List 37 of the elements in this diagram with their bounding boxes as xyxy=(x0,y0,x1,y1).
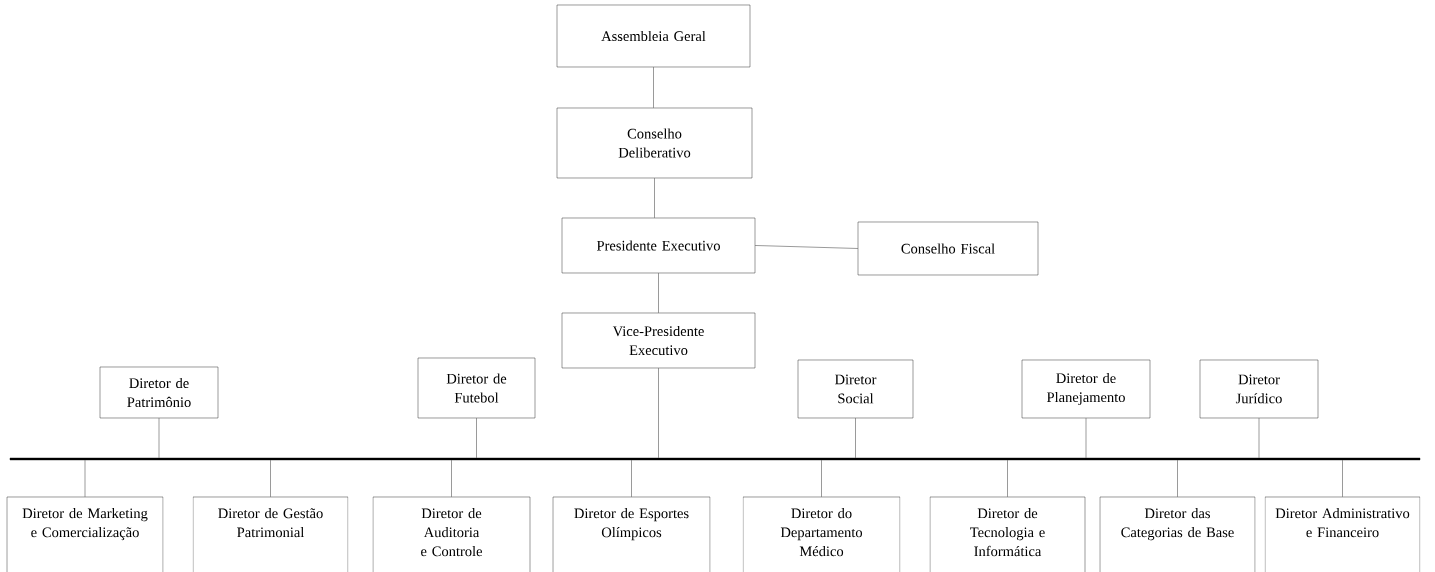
org-box: Conselho Fiscal xyxy=(857,221,1039,276)
org-box: Presidente Executivo xyxy=(561,217,756,274)
connector-line xyxy=(631,460,632,497)
org-box: Diretor de Futebol xyxy=(417,357,536,419)
org-box: Diretor de Marketing e Comercialização xyxy=(6,496,164,572)
org-box: Conselho Deliberativo xyxy=(556,107,753,179)
org-box: Diretor Social xyxy=(797,359,914,419)
org-box: Diretor de Gestão Patrimonial xyxy=(192,496,349,572)
connector-line xyxy=(1258,418,1260,458)
org-box: Diretor de Patrimônio xyxy=(99,366,219,419)
connector-line xyxy=(653,67,654,108)
connector-line xyxy=(658,368,659,458)
org-box: Diretor de Tecnologia e Informática xyxy=(929,496,1086,572)
connector-line xyxy=(476,418,477,458)
connector-line xyxy=(855,418,856,458)
org-box: Diretor de Esportes Olímpicos xyxy=(552,496,711,572)
connector-line xyxy=(1007,460,1008,497)
org-box: Diretor Administrativo e Financeiro xyxy=(1264,496,1421,572)
org-box: Diretor das Categorias de Base xyxy=(1099,496,1256,572)
bus-line xyxy=(9,457,1421,461)
connector-line xyxy=(821,460,822,497)
connector-line xyxy=(270,460,271,497)
connector-line xyxy=(654,178,655,218)
connector-line xyxy=(1342,460,1343,497)
org-box: Diretor de Auditoria e Controle xyxy=(372,496,531,572)
org-box: Diretor Jurídico xyxy=(1199,359,1319,419)
connector-line xyxy=(1085,418,1087,458)
connector-line xyxy=(451,460,452,497)
connector-line xyxy=(1177,460,1178,497)
connector-line xyxy=(755,245,858,249)
org-box: Vice-Presidente Executivo xyxy=(561,312,756,369)
connector-line xyxy=(158,418,160,458)
connector-line xyxy=(658,273,659,313)
connector-line xyxy=(84,460,86,497)
org-box: Assembleia Geral xyxy=(556,4,751,68)
org-box: Diretor de Planejamento xyxy=(1021,359,1151,419)
org-box: Diretor do Departamento Médico xyxy=(742,496,901,572)
